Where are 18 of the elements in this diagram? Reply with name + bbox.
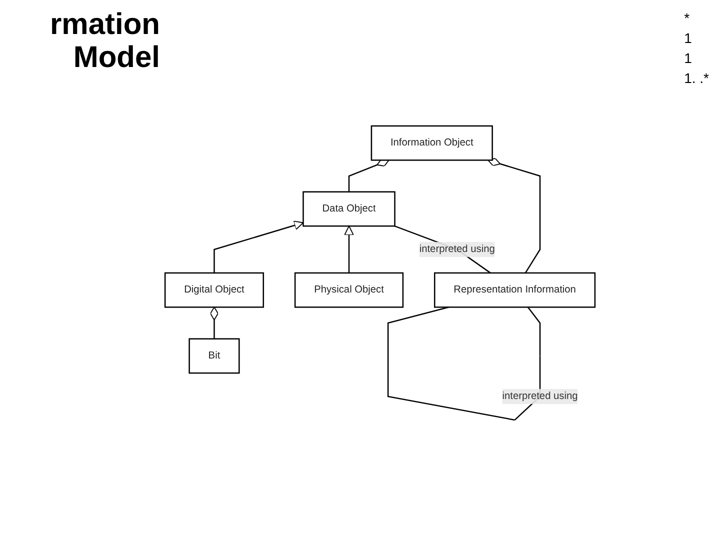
multiplicity-label: 1: [684, 50, 693, 66]
node-box: Data Object: [302, 191, 396, 227]
connector: [348, 158, 390, 192]
node-box: Representation Information: [434, 272, 596, 308]
node-box: Digital Object: [164, 272, 264, 308]
node-box: Bit: [188, 338, 240, 374]
node-box: Information Object: [370, 125, 493, 161]
diagram-title: rmation Model: [48, 8, 160, 74]
multiplicity-label: *: [684, 10, 691, 26]
connector: [488, 158, 541, 274]
arrow: [344, 226, 354, 273]
edge-label: interpreted using: [419, 244, 495, 255]
connector: [210, 306, 218, 339]
arrow: [214, 220, 304, 273]
multiplicity-label: 1. .*: [684, 70, 709, 86]
multiplicity-label: 1: [684, 30, 693, 46]
edge-label: interpreted using: [502, 390, 578, 402]
node-box: Physical Object: [294, 272, 404, 308]
